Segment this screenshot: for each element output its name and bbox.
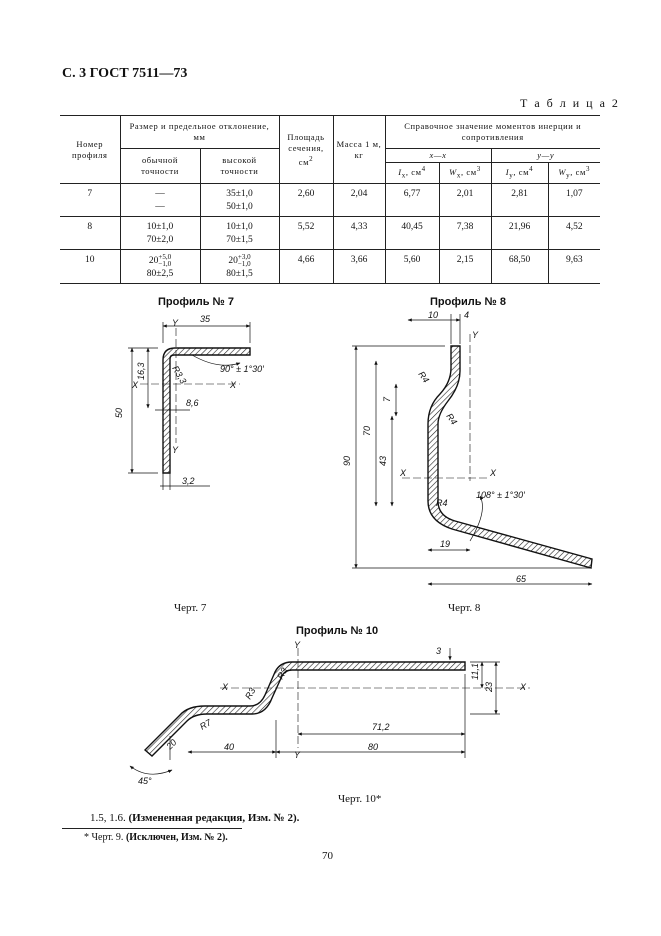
axis-10-x-right: X xyxy=(519,682,527,692)
dim-8-f: 90 xyxy=(342,456,352,466)
dim-10-l2: 40 xyxy=(224,742,234,752)
th-iy: Iy, см4 xyxy=(491,162,549,184)
axis-10-y-top: Y xyxy=(294,640,301,650)
dim-8-e: 43 xyxy=(378,456,388,466)
page-header: С. 3 ГОСТ 7511—73 xyxy=(62,66,188,81)
th-axis-yy: y—y xyxy=(491,148,600,163)
th-mass: Масса 1 м, кг xyxy=(333,115,386,184)
dim-10-r1: R3 xyxy=(275,666,289,681)
axis-7-x: X xyxy=(131,380,139,390)
dim-8-g: 19 xyxy=(440,539,450,549)
profile-10-shape xyxy=(143,661,466,757)
profile-10-drawing: X X Y Y 11,1 23 3 R3 R3 R7 20 71,2 40 80… xyxy=(129,640,530,786)
spec-table: Номер профиля Размер и предельное отклон… xyxy=(60,115,600,284)
caption-7: Черт. 7 xyxy=(174,602,207,614)
dim-8-a: 10 xyxy=(428,310,438,320)
dim-8-r2: R4 xyxy=(444,411,459,426)
profile-7-drawing: 35 50 16,3 X X Y Y R3,3 90° ± 1°30′ 8,6 … xyxy=(114,314,264,490)
dim-10-h1: 11,1 xyxy=(470,663,480,680)
dim-10-r3: R7 xyxy=(198,717,214,732)
footnote-divider xyxy=(62,828,242,829)
dim-10-h2: 23 xyxy=(484,682,494,693)
dim-8-r3: R4 xyxy=(436,498,448,508)
dim-7-angle: 90° ± 1°30′ xyxy=(220,364,264,374)
th-axis-xx: x—x xyxy=(385,148,492,163)
dim-7-width: 35 xyxy=(200,314,211,324)
caption-8: Черт. 8 xyxy=(448,602,481,614)
dim-8-c: 7 xyxy=(382,396,392,402)
dim-7-height: 50 xyxy=(114,408,124,418)
dim-8-r1: R4 xyxy=(416,369,431,384)
dim-7-flange: 16,3 xyxy=(136,362,146,380)
th-wy: Wy, см3 xyxy=(548,162,600,184)
dim-10-r2: R3 xyxy=(243,686,257,701)
caption-10: Черт. 10* xyxy=(338,793,382,805)
th-area: Площадь сечения, см2 xyxy=(279,115,334,184)
axis-7-y-bottom: Y xyxy=(172,445,179,455)
profile-8-drawing: 10 4 Y 90 70 43 7 R4 R4 R4 X X 108° ± 1°… xyxy=(342,310,593,586)
th-normal: обычной точности xyxy=(120,148,201,184)
dim-10-l4: 71,2 xyxy=(372,722,390,732)
th-reference: Справочное значение моментов инерции и с… xyxy=(385,115,600,149)
dim-7-t1: 8,6 xyxy=(186,398,199,408)
axis-7-x-right: X xyxy=(229,380,237,390)
dim-7-t2: 3,2 xyxy=(182,476,195,486)
th-size: Размер и предельное отклонение, мм xyxy=(120,115,280,149)
axis-8-x: X xyxy=(399,468,407,478)
th-ix: Ix, см4 xyxy=(385,162,440,184)
axis-8-y: Y xyxy=(472,330,479,340)
th-profile-no: Номер профиля xyxy=(60,115,121,184)
profile-8-title: Профиль № 8 xyxy=(430,296,506,308)
dim-8-angle: 108° ± 1°30′ xyxy=(476,490,525,500)
th-wx: Wx, см3 xyxy=(439,162,492,184)
axis-7-y-top: Y xyxy=(172,318,179,328)
axis-8-x-right: X xyxy=(489,468,497,478)
profile-7-title: Профиль № 7 xyxy=(158,296,234,308)
dim-8-d: 70 xyxy=(362,426,372,436)
th-high: высокой точности xyxy=(200,148,280,184)
page-number: 70 xyxy=(322,850,333,862)
profile-8-shape xyxy=(427,345,593,569)
dim-8-h: 65 xyxy=(516,574,527,584)
dim-10-l3: 80 xyxy=(368,742,378,752)
dim-10-angle: 45° xyxy=(138,776,152,786)
profile-7-shape xyxy=(162,347,251,474)
axis-10-y-bottom: Y xyxy=(294,750,301,760)
revision-note: 1.5, 1.6. (Измененная редакция, Изм. № 2… xyxy=(90,812,300,824)
footnote: * Черт. 9. (Исключен, Изм. № 2). xyxy=(84,832,228,843)
axis-10-x: X xyxy=(221,682,229,692)
dim-8-b: 4 xyxy=(464,310,469,320)
dim-10-t: 3 xyxy=(436,646,441,656)
table-caption: Т а б л и ц а 2 xyxy=(520,96,620,110)
profile-10-title: Профиль № 10 xyxy=(296,625,379,637)
dim-7-radius: R3,3 xyxy=(170,364,188,385)
